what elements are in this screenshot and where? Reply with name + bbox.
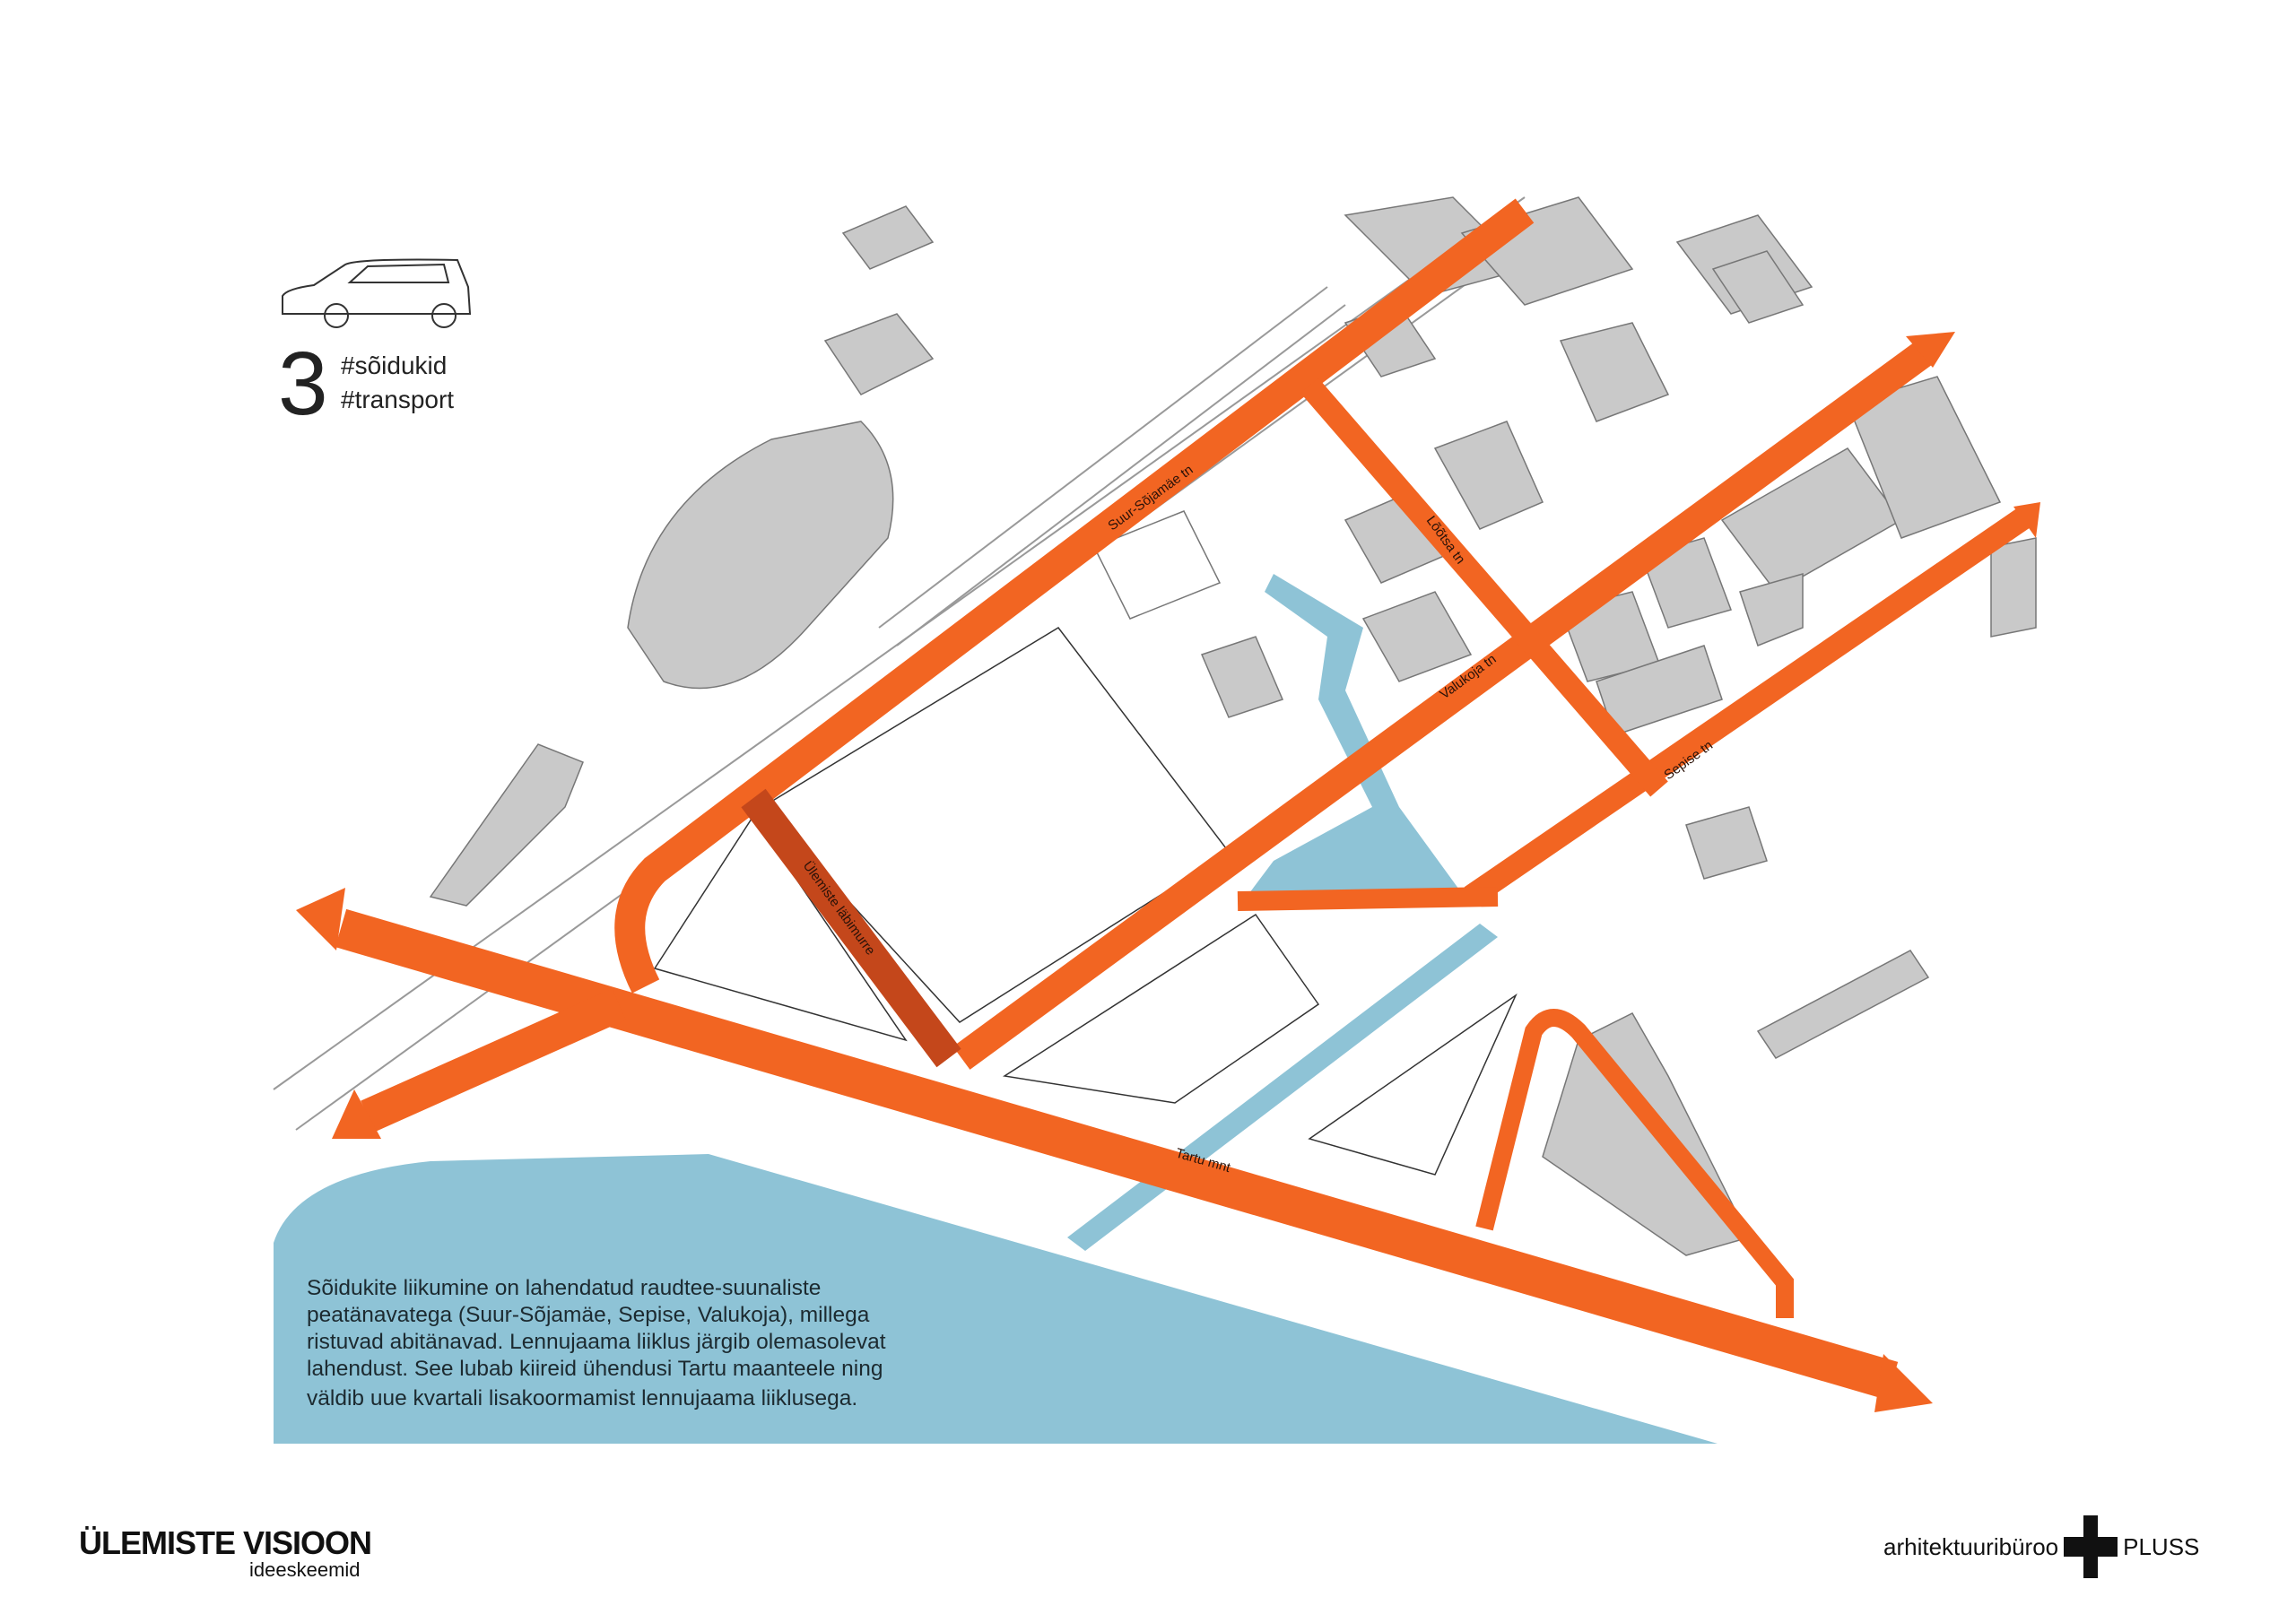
description-line: väldib uue kvartali lisakoormamist lennu… [307,1386,858,1410]
road-southwest-branch [361,988,626,1133]
road-sepise [1464,506,2034,907]
road-ulemiste-labimurre [741,788,961,1068]
arrow-icon [1874,1354,1933,1412]
brand-right: PLUSS [2123,1532,2200,1560]
road-suur-sojamae [614,198,1535,994]
arrow-icon [296,888,345,950]
car-icon [282,258,472,328]
footer-subtitle: ideeskeemid [249,1558,361,1581]
description-line: ristuvad abitänavad. Lennujaama liiklus … [307,1330,886,1354]
description-line: Sõidukite liikumine on lahendatud raudte… [307,1276,822,1300]
brand-logo: arhitektuuribüroo PLUSS [1883,1515,2199,1578]
road-cross-link [1237,887,1499,911]
tag-vehicles: #sõidukid [341,352,448,379]
lake-water [274,1154,1718,1444]
plus-cross-icon [2064,1515,2118,1578]
stadium [627,421,894,690]
roads [335,198,2034,1401]
section-number: 3 [278,334,328,434]
footer-title: ÜLEMISTE VISIOON [79,1524,372,1561]
buildings [429,196,2037,1256]
description-text: Sõidukite liikumine on lahendatud raudte… [307,1275,935,1412]
road-lootsa [1300,378,1668,797]
arrow-icon [2013,502,2040,538]
description-line: peatänavatega (Suur-Sõjamäe, Sepise, Val… [307,1303,870,1327]
arrow-icon [332,1089,381,1139]
arrow-icon [1906,332,1955,368]
description-line: lahendust. See lubab kiireid ühendusi Ta… [307,1357,883,1381]
road-airport-loop [1475,1009,1794,1318]
road-valukoja [952,338,1937,1070]
development-blocks [653,627,1518,1176]
road-arrows [296,332,2040,1412]
brand-left: arhitektuuribüroo [1883,1532,2059,1560]
tag-transport: #transport [341,386,455,413]
